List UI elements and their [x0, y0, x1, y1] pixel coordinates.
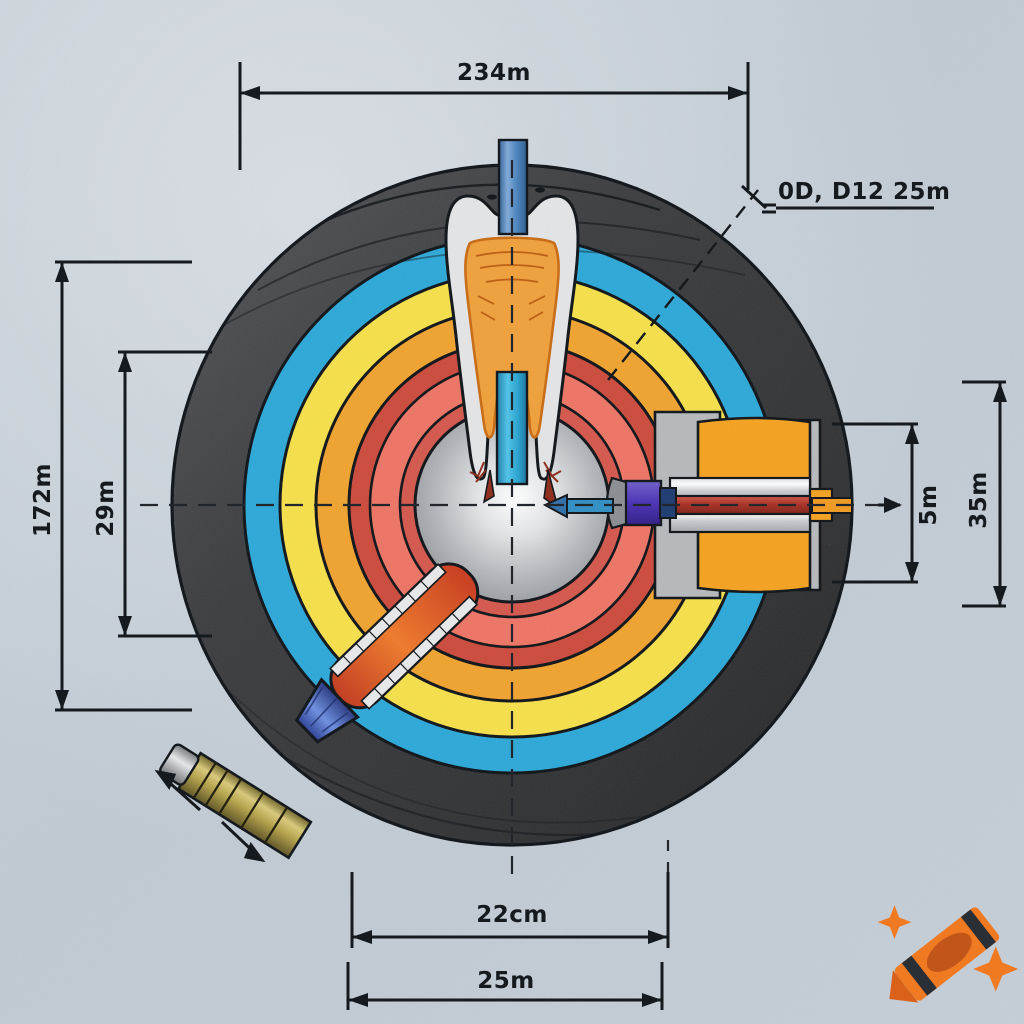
sparkle-large-icon [973, 946, 1019, 992]
sparkle-small-icon [877, 905, 912, 939]
crayon-band-left [901, 955, 937, 996]
crayon-logo [877, 905, 1019, 1003]
crayon-label [926, 932, 972, 972]
crayon-tip [889, 970, 919, 1003]
crayon-band-right [960, 909, 996, 950]
